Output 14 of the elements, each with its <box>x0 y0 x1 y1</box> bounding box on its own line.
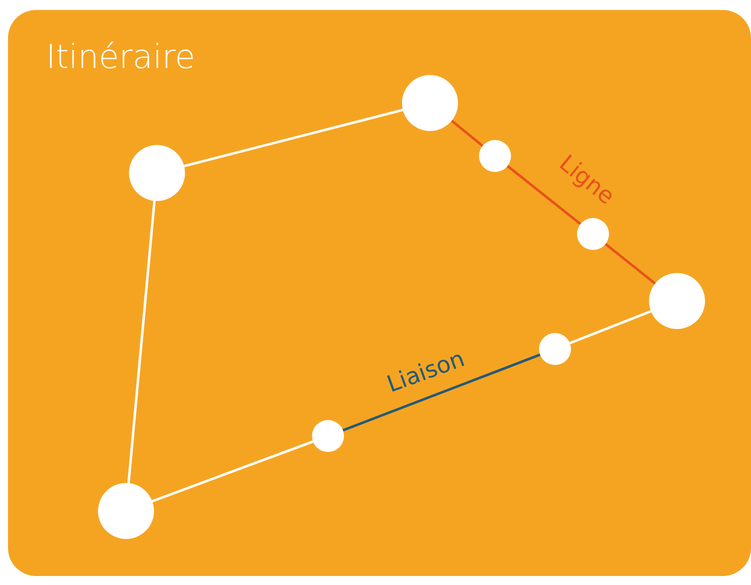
card-background <box>8 10 751 576</box>
connector-line <box>450 120 484 147</box>
connector-line <box>127 200 156 484</box>
waypoint-dot <box>577 218 609 250</box>
waypoint-dot <box>479 140 511 172</box>
connector-line <box>569 310 652 344</box>
waypoint-dot <box>539 333 571 365</box>
card-heading: Itinéraire <box>46 40 196 73</box>
connector-line <box>506 164 582 226</box>
connector-line <box>184 108 404 168</box>
connector-line <box>152 440 314 502</box>
waypoint-dot <box>312 420 344 452</box>
connector-line <box>604 243 656 285</box>
connector-line <box>342 354 540 432</box>
